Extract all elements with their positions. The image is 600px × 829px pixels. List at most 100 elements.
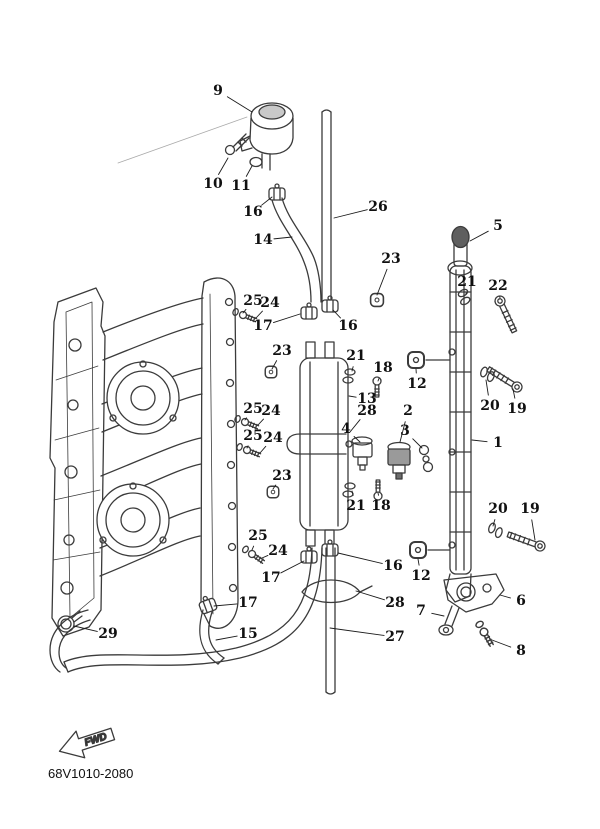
callout-20: 20 bbox=[480, 398, 500, 414]
callout-19: 19 bbox=[507, 401, 526, 417]
callout-15: 15 bbox=[238, 626, 257, 642]
diagram-code: 68V1010-2080 bbox=[48, 766, 133, 781]
callout-28: 28 bbox=[357, 403, 376, 419]
leader-line-17 bbox=[280, 560, 305, 574]
leader-line-25 bbox=[251, 545, 255, 551]
leader-line-29 bbox=[73, 625, 98, 632]
callout-16: 16 bbox=[338, 318, 357, 334]
bolt-18-lower bbox=[373, 479, 383, 501]
leader-line-23 bbox=[271, 360, 278, 370]
callout-22: 22 bbox=[488, 278, 507, 294]
callout-20: 20 bbox=[488, 501, 508, 517]
leader-line-16 bbox=[261, 196, 273, 206]
leader-line-10 bbox=[218, 157, 229, 175]
callout-4: 4 bbox=[341, 421, 351, 437]
leader-line-15 bbox=[215, 635, 238, 641]
callout-17: 17 bbox=[238, 595, 257, 611]
callout-17: 17 bbox=[261, 570, 280, 586]
hose-14 bbox=[271, 197, 322, 303]
fuel-rail bbox=[425, 260, 473, 603]
bolt-24-d bbox=[240, 544, 267, 566]
hose-29-area bbox=[49, 609, 91, 673]
callout-11: 11 bbox=[231, 178, 250, 194]
callout-28: 28 bbox=[385, 595, 404, 611]
washers-20-low bbox=[486, 521, 505, 539]
grommet-12-lower bbox=[409, 541, 427, 559]
leader-line-14 bbox=[273, 236, 293, 240]
callout-26: 26 bbox=[368, 199, 387, 215]
filter-body-13 bbox=[299, 341, 349, 547]
hose-clamp-17-lower bbox=[300, 546, 318, 564]
bolt-8 bbox=[474, 619, 496, 648]
callout-24: 24 bbox=[260, 295, 280, 311]
leader-line-7 bbox=[431, 612, 445, 617]
grommet-23-low bbox=[266, 485, 280, 499]
leader-line-26 bbox=[333, 209, 368, 219]
leader-line-11 bbox=[245, 165, 253, 177]
hose-26 bbox=[321, 109, 332, 303]
leader-line-27 bbox=[329, 627, 385, 636]
clamp-29 bbox=[57, 610, 83, 633]
fuel-injector-4 bbox=[351, 436, 373, 471]
callout-24: 24 bbox=[261, 403, 281, 419]
hose-clamp-17-upper bbox=[300, 302, 318, 320]
callout-2: 2 bbox=[403, 403, 413, 419]
leader-line-8 bbox=[491, 639, 512, 648]
leader-line-24 bbox=[255, 310, 263, 319]
callout-17: 17 bbox=[253, 318, 272, 334]
leader-line-6 bbox=[499, 594, 511, 599]
hose-main-vertical bbox=[325, 547, 336, 695]
leader-line-13 bbox=[348, 395, 357, 398]
bolt-10 bbox=[224, 133, 250, 156]
bolt-19-low bbox=[505, 529, 548, 554]
callout-29: 29 bbox=[98, 626, 117, 642]
leader-line-17 bbox=[213, 603, 238, 607]
callout-10: 10 bbox=[203, 176, 223, 192]
manifold-flange bbox=[200, 277, 239, 629]
callout-8: 8 bbox=[516, 643, 526, 659]
hose-clamp-16-upper bbox=[321, 295, 339, 313]
callout-19: 19 bbox=[520, 501, 539, 517]
clip-28-upper bbox=[286, 433, 353, 455]
callout-7: 7 bbox=[416, 603, 426, 619]
callout-1: 1 bbox=[493, 435, 503, 451]
callout-24: 24 bbox=[268, 543, 288, 559]
leader-line-28 bbox=[349, 419, 361, 433]
leader-line-23 bbox=[376, 268, 388, 296]
callout-24: 24 bbox=[263, 430, 283, 446]
leader-line-18 bbox=[377, 492, 379, 496]
callout-21: 21 bbox=[346, 348, 365, 364]
leader-line-17 bbox=[273, 313, 301, 324]
callout-25: 25 bbox=[248, 528, 267, 544]
callout-18: 18 bbox=[371, 498, 390, 514]
callout-16: 16 bbox=[383, 558, 402, 574]
grommet-12-upper bbox=[407, 351, 425, 369]
leader-line-16 bbox=[337, 552, 383, 564]
leader-line-20 bbox=[485, 379, 489, 396]
sensor-cap-5 bbox=[451, 225, 470, 267]
hose-guide-28-lower bbox=[301, 579, 373, 604]
leader-line-18 bbox=[377, 377, 380, 382]
leader-line-1 bbox=[471, 439, 488, 443]
callout-13: 13 bbox=[357, 391, 376, 407]
bracket-6 bbox=[443, 573, 505, 613]
leader-line-9 bbox=[226, 96, 253, 113]
hose-15 bbox=[199, 609, 225, 665]
leader-line-21 bbox=[351, 490, 354, 496]
grommet-23-top bbox=[369, 292, 385, 308]
leader-line-28 bbox=[355, 590, 385, 601]
callout-21: 21 bbox=[346, 498, 365, 514]
callout-23: 23 bbox=[272, 343, 291, 359]
leader-line-23 bbox=[272, 484, 277, 490]
callout-27: 27 bbox=[385, 629, 404, 645]
leader-line-21 bbox=[351, 366, 354, 372]
callout-12: 12 bbox=[411, 568, 430, 584]
callout-25: 25 bbox=[243, 401, 262, 417]
elbow-fitting-7 bbox=[438, 605, 460, 636]
fwd-arrow: FWD bbox=[58, 727, 116, 759]
callout-9: 9 bbox=[213, 83, 223, 99]
leader-line-24 bbox=[259, 445, 267, 454]
leader-line-20 bbox=[492, 519, 496, 527]
